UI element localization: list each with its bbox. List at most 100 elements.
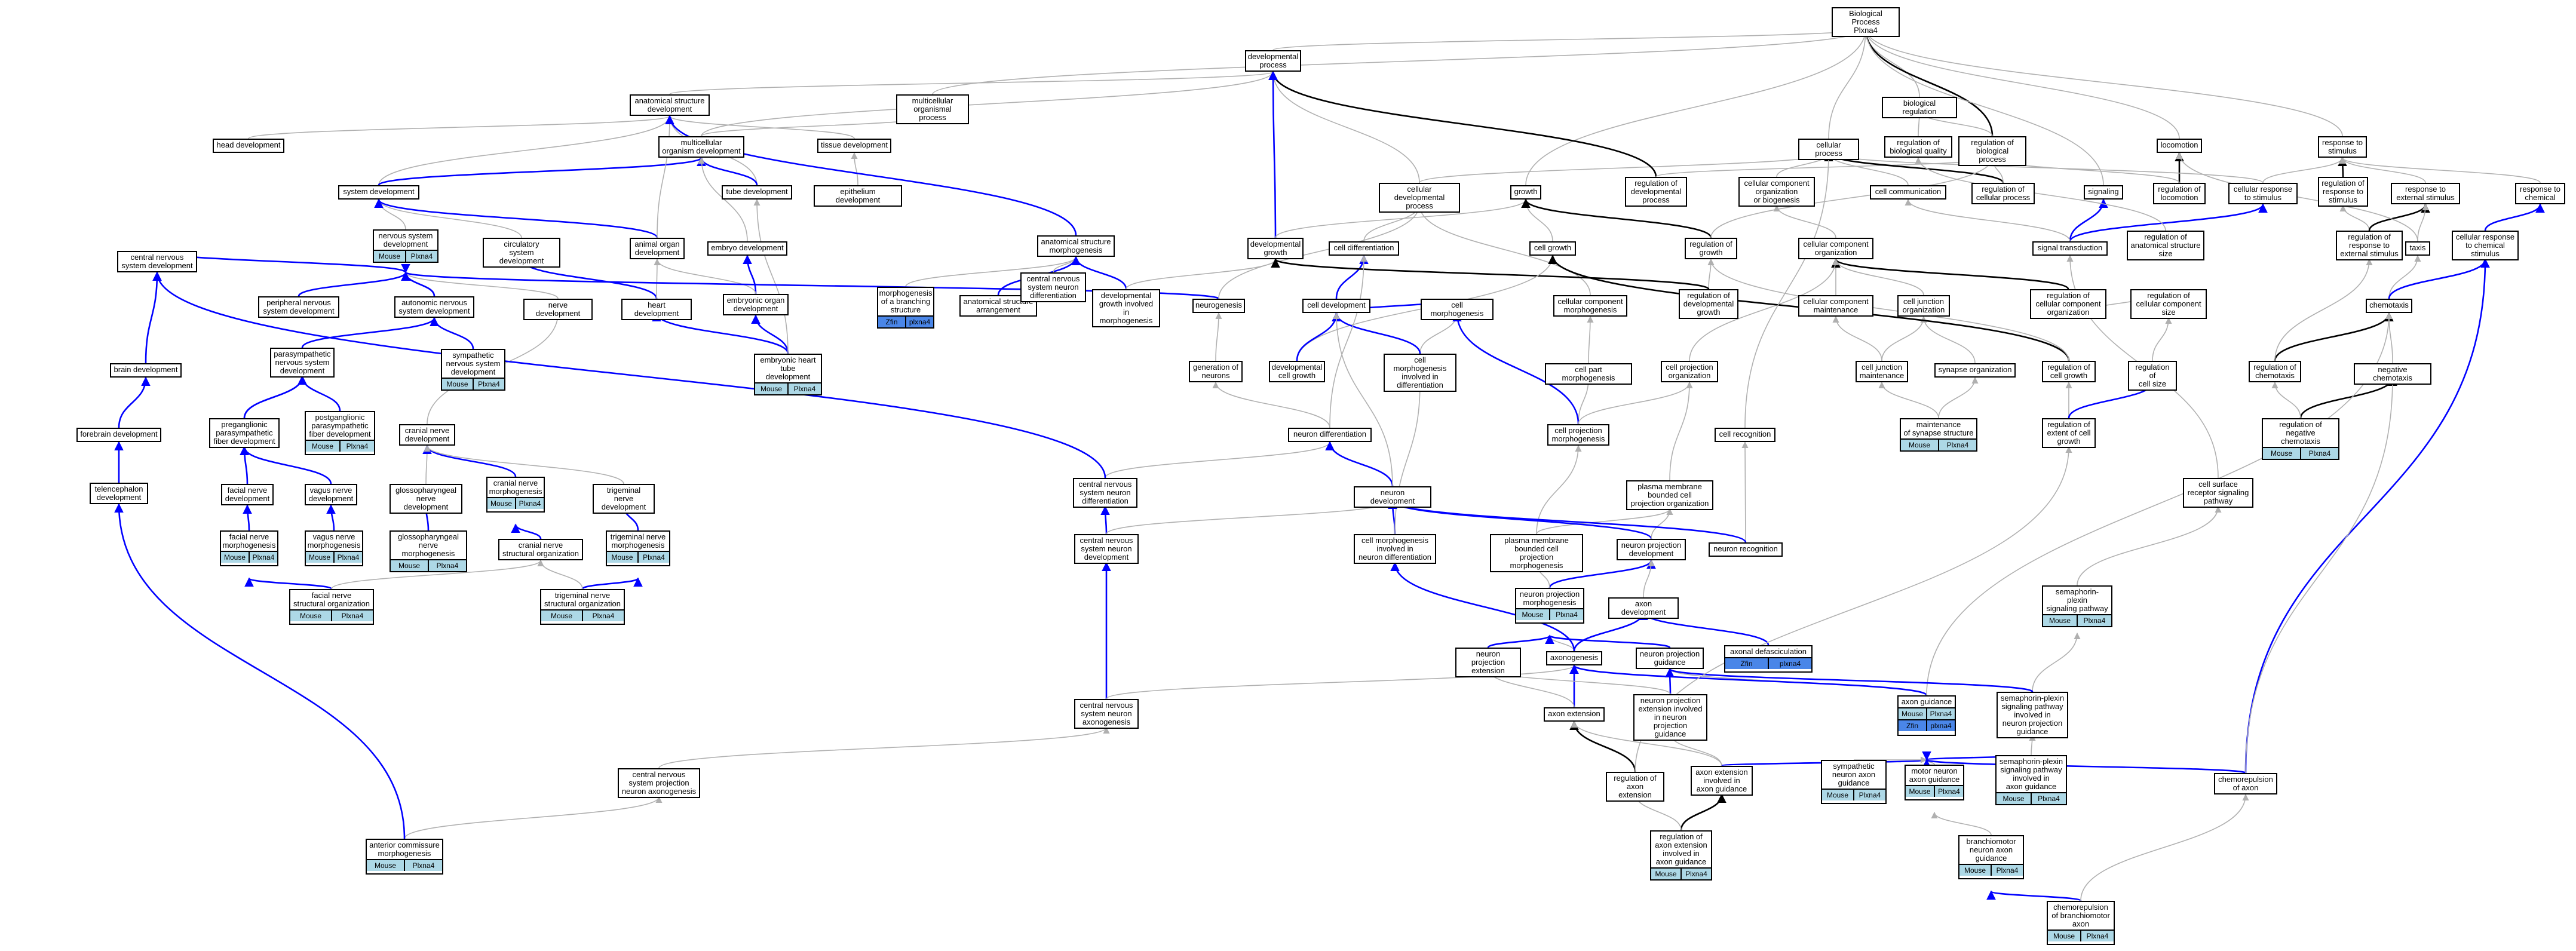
go-term-reg-resp-stim[interactable]: regulation of response to stimulus — [2318, 177, 2368, 207]
go-term-reg-bio-qual[interactable]: regulation of biological quality — [1884, 136, 1952, 158]
go-term-neuron-proj-ext-guid[interactable]: neuron projection extension involved in … — [1633, 694, 1707, 741]
go-term-multi-org-dev[interactable]: multicellular organism development — [658, 136, 744, 158]
go-term-tissue-dev[interactable]: tissue development — [817, 139, 891, 153]
go-term-signaling[interactable]: signaling — [2084, 185, 2123, 200]
go-term-chemorep-axon[interactable]: chemorepulsion of axon — [2214, 773, 2277, 794]
go-term-reg-locom[interactable]: regulation of locomotion — [2153, 183, 2206, 204]
go-term-tube-dev[interactable]: tube development — [722, 185, 792, 200]
go-term-cell-dev-proc[interactable]: cellular developmental process — [1379, 183, 1460, 213]
go-term-neurogenesis[interactable]: neurogenesis — [1192, 299, 1245, 313]
go-term-neuron-dev[interactable]: neuron development — [1354, 486, 1431, 508]
go-term-facial-nerve-dev[interactable]: facial nerve development — [221, 484, 274, 505]
go-term-reg-growth[interactable]: regulation of growth — [1685, 238, 1737, 259]
go-term-forebrain-dev[interactable]: forebrain development — [76, 428, 161, 442]
go-term-ana-struct-dev[interactable]: anatomical structure development — [630, 94, 710, 116]
go-term-reg-cc-org[interactable]: regulation of cellular component organiz… — [2030, 289, 2106, 319]
go-term-dev-growth[interactable]: developmental growth — [1247, 238, 1304, 259]
go-term-cranial-nerve-dev[interactable]: cranial nerve development — [399, 424, 455, 446]
go-term-cell-junc-org[interactable]: cell junction organization — [1897, 295, 1950, 317]
go-term-cns-proj-axono[interactable]: central nervous system projection neuron… — [618, 768, 700, 798]
go-term-cell-resp-chem[interactable]: cellular response to chemical stimulus — [2452, 231, 2519, 260]
go-term-sema-axon-guid[interactable]: semaphorin-plexin signaling pathway invo… — [1995, 755, 2067, 805]
go-term-cell-resp-stim[interactable]: cellular response to stimulus — [2228, 183, 2298, 204]
go-term-cell-proj-morph[interactable]: cell projection morphogenesis — [1547, 424, 1609, 446]
go-term-parasym-dev[interactable]: parasympathetic nervous system developme… — [270, 348, 335, 378]
go-term-pns-dev[interactable]: peripheral nervous system development — [258, 296, 339, 318]
go-term-reg-bio-proc[interactable]: regulation of biological process — [1958, 136, 2026, 166]
go-term-telencephalon[interactable]: telencephalon development — [90, 483, 148, 504]
go-term-brain-dev[interactable]: brain development — [110, 363, 182, 378]
go-term-cc-maint[interactable]: cellular component maintenance — [1798, 295, 1873, 317]
go-term-sig-trans[interactable]: signal transduction — [2032, 241, 2108, 256]
go-term-cell-dev[interactable]: cell development — [1302, 299, 1370, 313]
go-term-locomotion[interactable]: locomotion — [2157, 139, 2202, 153]
go-term-cell-diff[interactable]: cell differentiation — [1329, 241, 1399, 256]
go-term-bp[interactable]: Biological Process Plxna4 — [1832, 7, 1900, 37]
go-term-cell-recog[interactable]: cell recognition — [1715, 428, 1775, 442]
go-term-growth[interactable]: growth — [1510, 185, 1541, 200]
go-term-reg-cell-proc[interactable]: regulation of cellular process — [1971, 183, 2035, 204]
go-term-taxis[interactable]: taxis — [2405, 241, 2430, 256]
go-term-cc-org[interactable]: cellular component organization — [1798, 238, 1873, 259]
go-term-embryo-organ-dev[interactable]: embryonic organ development — [723, 294, 789, 315]
go-term-axon-extension[interactable]: axon extension — [1544, 707, 1605, 722]
go-term-heart-dev[interactable]: heart development — [621, 299, 692, 320]
go-term-animal-organ-dev[interactable]: animal organ development — [630, 238, 685, 259]
go-term-pm-bounded-morph[interactable]: plasma membrane bounded cell projection … — [1490, 534, 1583, 572]
go-term-cns-neuron-dev[interactable]: central nervous system neuron developmen… — [1074, 534, 1139, 564]
go-term-reg-axon-ext-guid[interactable]: regulation of axon extension involved in… — [1650, 830, 1712, 881]
go-term-cns-neuron-diff2[interactable]: central nervous system neuron differenti… — [1073, 478, 1137, 508]
go-term-cns-neuron-axono[interactable]: central nervous system neuron axonogenes… — [1074, 699, 1139, 729]
go-term-pregang-para[interactable]: preganglionic parasympathetic fiber deve… — [209, 418, 280, 448]
go-term-sema-proj-guid[interactable]: semaphorin-plexin signaling pathway invo… — [1997, 692, 2068, 738]
go-term-bio-reg[interactable]: biological regulation — [1882, 97, 1957, 118]
go-term-embryo-dev[interactable]: embryo development — [707, 241, 787, 256]
go-term-cell-junc-maint[interactable]: cell junction maintenance — [1856, 361, 1908, 382]
go-term-reg-cc-size[interactable]: regulation of cellular component size — [2130, 289, 2207, 319]
go-term-cell-morph-diff[interactable]: cell morphogenesis involved in different… — [1384, 354, 1456, 392]
go-term-resp-ext-stim[interactable]: response to external stimulus — [2391, 183, 2460, 204]
go-term-reg-cell-size[interactable]: regulation of cell size — [2128, 361, 2177, 391]
go-term-gen-neurons[interactable]: generation of neurons — [1189, 361, 1243, 382]
go-term-ana-struct-morph[interactable]: anatomical structure morphogenesis — [1037, 235, 1115, 257]
go-term-nerve-dev[interactable]: nerve development — [523, 299, 593, 320]
go-term-resp-chem[interactable]: response to chemical — [2515, 183, 2565, 204]
go-term-postgang-para[interactable]: postganglionic parasympathetic fiber dev… — [305, 411, 375, 455]
go-term-dev-growth-morph[interactable]: developmental growth involved in morphog… — [1092, 289, 1160, 327]
go-term-axon-dev[interactable]: axon development — [1608, 597, 1679, 619]
go-term-trigem-nerve-struct[interactable]: trigeminal nerve structural organization… — [540, 589, 625, 625]
go-term-cell-comm[interactable]: cell communication — [1870, 185, 1946, 200]
go-term-epi-dev[interactable]: epithelium development — [814, 185, 902, 207]
go-term-pm-bounded-proj[interactable]: plasma membrane bounded cell projection … — [1626, 480, 1713, 510]
go-term-cns-dev[interactable]: central nervous system development — [117, 251, 197, 272]
go-term-neuron-diff[interactable]: neuron differentiation — [1288, 428, 1372, 442]
go-term-cranial-nerve-struct[interactable]: cranial nerve structural organization — [498, 539, 583, 560]
go-term-neg-chemotaxis[interactable]: negative chemotaxis — [2354, 363, 2431, 385]
go-term-cell-morph-neuron-diff[interactable]: cell morphogenesis involved in neuron di… — [1354, 534, 1436, 564]
go-term-reg-ana-size[interactable]: regulation of anatomical structure size — [2127, 231, 2204, 260]
go-term-cell-proj-org[interactable]: cell projection organization — [1661, 361, 1718, 382]
go-term-multi-proc[interactable]: multicellular organismal process — [896, 94, 969, 124]
go-term-cell-growth[interactable]: cell growth — [1529, 241, 1576, 256]
go-term-cell-surface-rec[interactable]: cell surface receptor signaling pathway — [2183, 478, 2253, 508]
go-term-cns-neuron-diff[interactable]: central nervous system neuron differenti… — [1020, 272, 1086, 302]
